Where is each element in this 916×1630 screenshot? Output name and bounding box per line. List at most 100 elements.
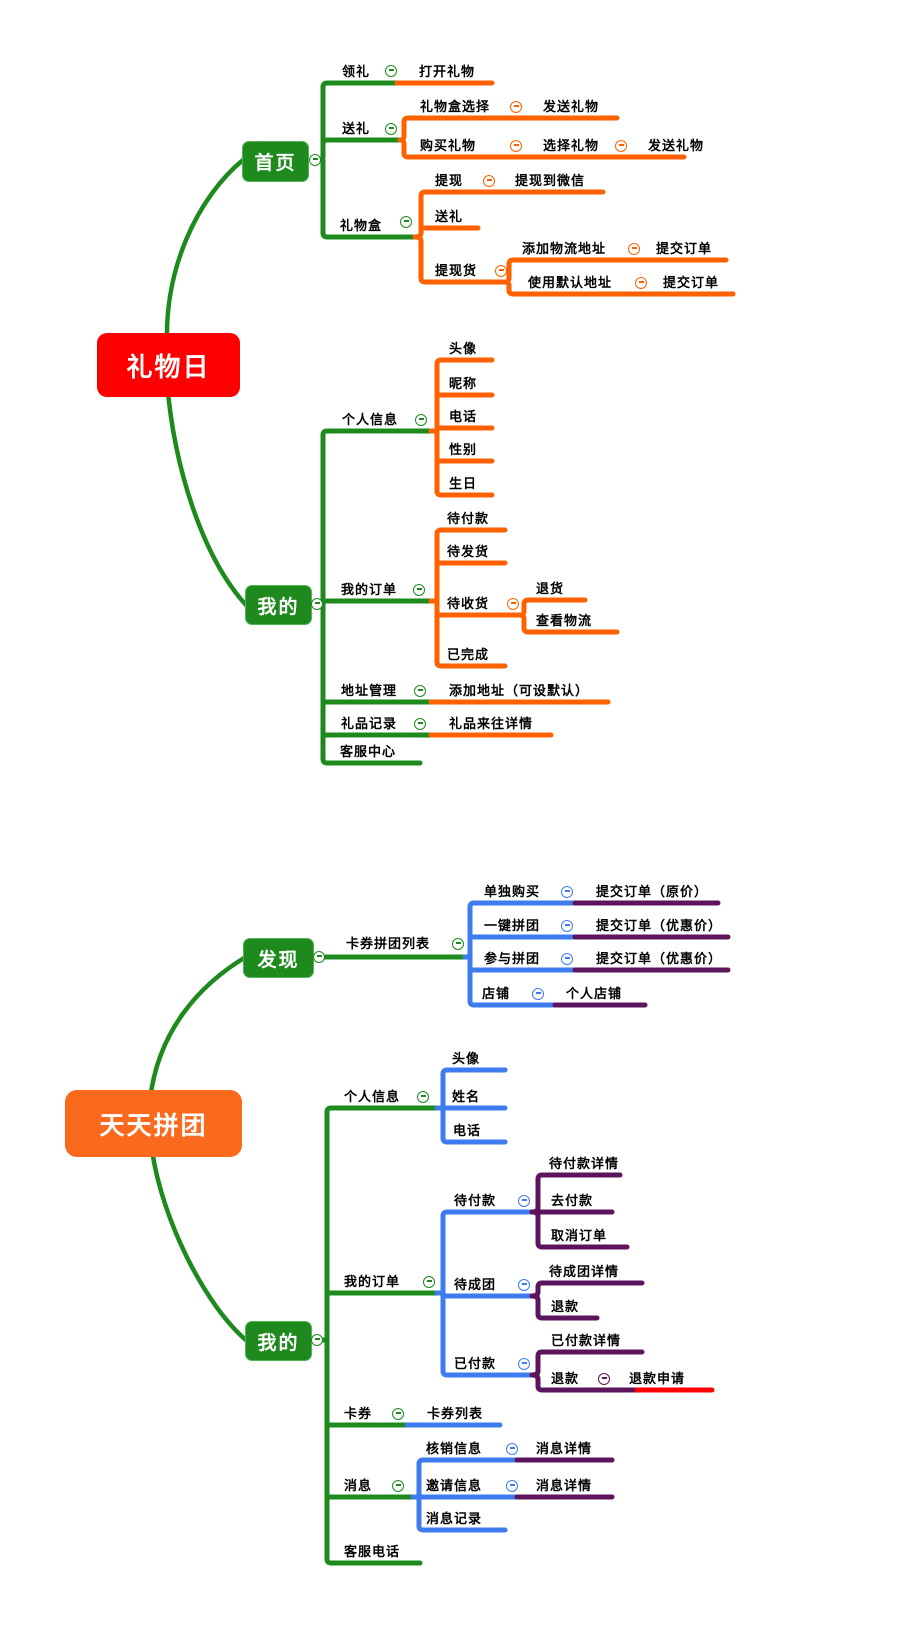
root-gift-day[interactable]: 礼物日 xyxy=(97,333,240,397)
topic-submit-order-1[interactable]: 提交订单 xyxy=(656,242,713,257)
topic-phone-2[interactable]: 电话 xyxy=(453,1124,482,1139)
collapse-icon[interactable] xyxy=(518,1358,530,1370)
topic-gift-records[interactable]: 礼品记录 xyxy=(341,717,398,732)
topic-buy-alone[interactable]: 单独购买 xyxy=(484,885,541,900)
topic-join-group[interactable]: 参与拼团 xyxy=(484,952,541,967)
topic-withdraw[interactable]: 提现 xyxy=(435,174,464,189)
topic-verify-info[interactable]: 核销信息 xyxy=(426,1442,483,1457)
topic-pending-payment[interactable]: 待付款 xyxy=(447,512,490,527)
collapse-icon[interactable] xyxy=(507,598,519,610)
collapse-icon[interactable] xyxy=(400,216,412,228)
topic-nickname[interactable]: 昵称 xyxy=(449,377,478,392)
collapse-icon[interactable] xyxy=(413,584,425,596)
topic-paid-detail[interactable]: 已付款详情 xyxy=(551,1334,622,1349)
topic-add-address[interactable]: 添加地址（可设默认） xyxy=(449,684,590,699)
topic-choose-gift[interactable]: 选择礼物 xyxy=(543,139,600,154)
collapse-icon[interactable] xyxy=(561,886,573,898)
topic-open-gift[interactable]: 打开礼物 xyxy=(419,65,476,80)
topic-phone[interactable]: 电话 xyxy=(449,410,478,425)
collapse-icon[interactable] xyxy=(561,953,573,965)
topic-birthday[interactable]: 生日 xyxy=(449,477,478,492)
topic-mine2-box[interactable]: 我的 xyxy=(245,1321,312,1361)
collapse-icon[interactable] xyxy=(385,123,397,135)
topic-message-detail-2[interactable]: 消息详情 xyxy=(536,1479,593,1494)
topic-mine-box[interactable]: 我的 xyxy=(245,585,312,625)
topic-onekey-group[interactable]: 一键拼团 xyxy=(484,919,541,934)
topic-message-detail-1[interactable]: 消息详情 xyxy=(536,1442,593,1457)
topic-paid[interactable]: 已付款 xyxy=(454,1357,497,1372)
topic-return-goods[interactable]: 退货 xyxy=(536,582,565,597)
collapse-icon[interactable] xyxy=(518,1279,530,1291)
collapse-icon[interactable] xyxy=(309,154,321,166)
topic-pending-shipment[interactable]: 待发货 xyxy=(447,545,490,560)
topic-send-gift[interactable]: 送礼 xyxy=(342,122,371,137)
collapse-icon[interactable] xyxy=(495,265,507,277)
topic-personal-info[interactable]: 个人信息 xyxy=(342,413,399,428)
collapse-icon[interactable] xyxy=(423,1276,435,1288)
topic-name[interactable]: 姓名 xyxy=(452,1090,481,1105)
topic-avatar-2[interactable]: 头像 xyxy=(452,1052,481,1067)
collapse-icon[interactable] xyxy=(635,277,647,289)
topic-pending-payment-2[interactable]: 待付款 xyxy=(454,1194,497,1209)
topic-send-gift-2[interactable]: 送礼 xyxy=(435,210,464,225)
topic-withdraw-goods[interactable]: 提现货 xyxy=(435,264,478,279)
topic-cancel-order[interactable]: 取消订单 xyxy=(551,1229,608,1244)
topic-submit-discount-1[interactable]: 提交订单（优惠价） xyxy=(596,919,723,934)
topic-pending-payment-detail[interactable]: 待付款详情 xyxy=(549,1157,620,1172)
topic-my-orders[interactable]: 我的订单 xyxy=(341,583,398,598)
collapse-icon[interactable] xyxy=(518,1195,530,1207)
topic-message[interactable]: 消息 xyxy=(344,1479,373,1494)
topic-personal-shop[interactable]: 个人店铺 xyxy=(566,987,623,1002)
collapse-icon[interactable] xyxy=(532,988,544,1000)
topic-message-history[interactable]: 消息记录 xyxy=(426,1512,483,1527)
collapse-icon[interactable] xyxy=(414,685,426,697)
topic-service-center[interactable]: 客服中心 xyxy=(340,745,397,760)
collapse-icon[interactable] xyxy=(506,1443,518,1455)
collapse-icon[interactable] xyxy=(414,718,426,730)
topic-coupon[interactable]: 卡券 xyxy=(344,1407,373,1422)
topic-gift-box[interactable]: 礼物盒 xyxy=(340,219,383,234)
topic-add-logistics-address[interactable]: 添加物流地址 xyxy=(522,242,607,257)
topic-service-phone[interactable]: 客服电话 xyxy=(344,1545,401,1560)
topic-send-gift-action-2[interactable]: 发送礼物 xyxy=(648,139,705,154)
collapse-icon[interactable] xyxy=(313,951,325,963)
topic-home-box[interactable]: 首页 xyxy=(242,141,309,182)
topic-go-pay[interactable]: 去付款 xyxy=(551,1194,594,1209)
collapse-icon[interactable] xyxy=(385,65,397,77)
topic-pending-group[interactable]: 待成团 xyxy=(454,1278,497,1293)
topic-submit-original-price[interactable]: 提交订单（原价） xyxy=(596,885,709,900)
collapse-icon[interactable] xyxy=(452,938,464,950)
collapse-icon[interactable] xyxy=(506,1480,518,1492)
topic-discover-box[interactable]: 发现 xyxy=(243,938,314,978)
collapse-icon[interactable] xyxy=(392,1480,404,1492)
collapse-icon[interactable] xyxy=(561,920,573,932)
topic-buy-gift[interactable]: 购买礼物 xyxy=(420,139,477,154)
topic-claim-gift[interactable]: 领礼 xyxy=(342,65,371,80)
collapse-icon[interactable] xyxy=(311,598,323,610)
topic-avatar[interactable]: 头像 xyxy=(449,342,478,357)
collapse-icon[interactable] xyxy=(483,175,495,187)
topic-coupon-group-list[interactable]: 卡券拼团列表 xyxy=(346,937,431,952)
collapse-icon[interactable] xyxy=(311,1334,323,1346)
topic-use-default-address[interactable]: 使用默认地址 xyxy=(528,276,613,291)
topic-giftbox-select[interactable]: 礼物盒选择 xyxy=(420,100,491,115)
topic-view-logistics[interactable]: 查看物流 xyxy=(536,614,593,629)
topic-submit-discount-2[interactable]: 提交订单（优惠价） xyxy=(596,952,723,967)
topic-gender[interactable]: 性别 xyxy=(449,443,478,458)
collapse-icon[interactable] xyxy=(615,140,627,152)
collapse-icon[interactable] xyxy=(598,1373,610,1385)
topic-personal-info-2[interactable]: 个人信息 xyxy=(344,1090,401,1105)
topic-refund-apply[interactable]: 退款申请 xyxy=(629,1372,686,1387)
topic-address-mgmt[interactable]: 地址管理 xyxy=(341,684,398,699)
topic-send-gift-action[interactable]: 发送礼物 xyxy=(543,100,600,115)
topic-gift-record-detail[interactable]: 礼品来往详情 xyxy=(449,717,534,732)
topic-coupon-list[interactable]: 卡券列表 xyxy=(427,1407,484,1422)
root-daily-groupbuy[interactable]: 天天拼团 xyxy=(65,1090,242,1157)
topic-submit-order-2[interactable]: 提交订单 xyxy=(663,276,720,291)
collapse-icon[interactable] xyxy=(415,414,427,426)
collapse-icon[interactable] xyxy=(510,140,522,152)
topic-invite-info[interactable]: 邀请信息 xyxy=(426,1479,483,1494)
topic-withdraw-wechat[interactable]: 提现到微信 xyxy=(515,174,586,189)
collapse-icon[interactable] xyxy=(392,1408,404,1420)
collapse-icon[interactable] xyxy=(417,1091,429,1103)
